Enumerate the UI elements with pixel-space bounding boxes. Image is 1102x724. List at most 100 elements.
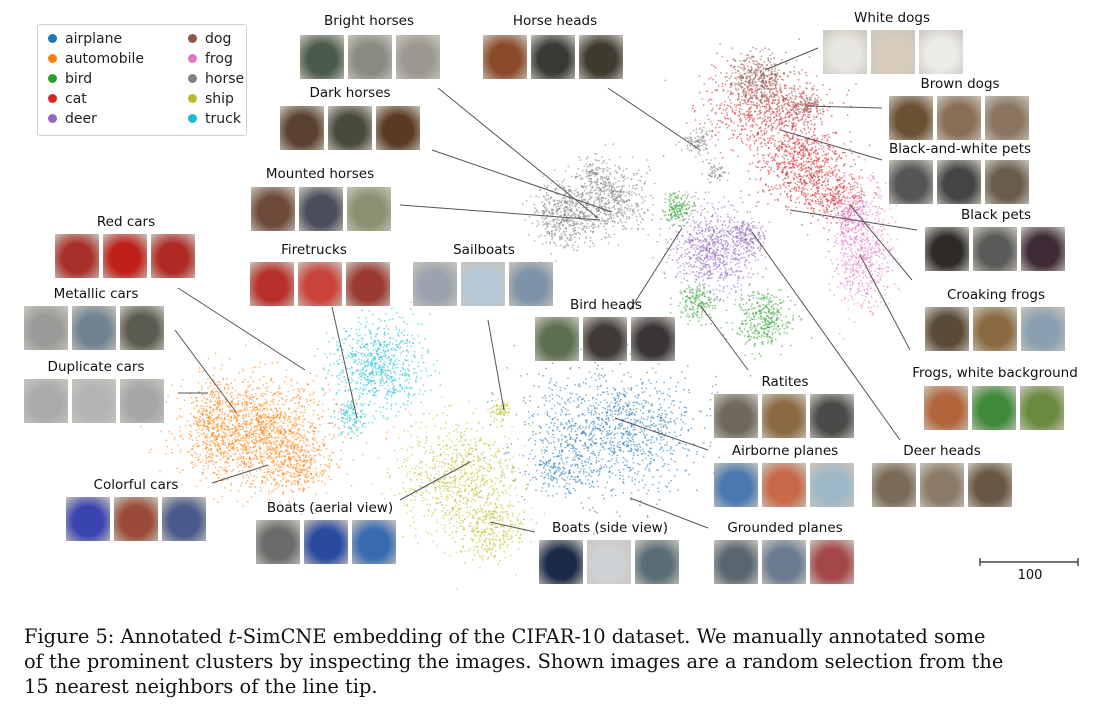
thumbnail-image bbox=[24, 379, 68, 423]
thumbnail-image bbox=[251, 187, 295, 231]
annotation-label: Colorful cars bbox=[93, 477, 179, 493]
legend-item-automobile: automobile bbox=[48, 51, 144, 67]
legend-marker-deer bbox=[48, 114, 57, 123]
legend-label: ship bbox=[205, 91, 234, 107]
annotation-label: Black pets bbox=[960, 207, 1032, 223]
thumbnail-image bbox=[304, 520, 348, 564]
legend-label: automobile bbox=[65, 51, 144, 67]
annotation-label: Grounded planes bbox=[727, 520, 843, 536]
legend-item-deer: deer bbox=[48, 111, 97, 127]
leader-line bbox=[614, 417, 709, 451]
annotation-label: Sailboats bbox=[453, 242, 515, 258]
legend-item-frog: frog bbox=[188, 51, 233, 67]
thumbnail-image bbox=[973, 227, 1017, 271]
leader-line bbox=[859, 254, 911, 351]
legend-marker-frog bbox=[188, 54, 197, 63]
thumbnail-image bbox=[635, 540, 679, 584]
legend-item-truck: truck bbox=[188, 111, 241, 127]
thumbnail-image bbox=[937, 96, 981, 140]
thumbnail-image bbox=[583, 317, 627, 361]
thumbnail-image bbox=[72, 306, 116, 350]
leader-line bbox=[487, 319, 505, 411]
legend-marker-cat bbox=[48, 94, 57, 103]
thumbnail-image bbox=[299, 187, 343, 231]
leader-line bbox=[431, 149, 613, 213]
leader-line bbox=[629, 227, 683, 311]
thumbnail-image bbox=[810, 463, 854, 507]
legend-item-horse: horse bbox=[188, 71, 244, 87]
thumbnail-image bbox=[250, 262, 294, 306]
thumbnail-image bbox=[280, 106, 324, 150]
caption-line-1-post: -SimCNE embedding of the CIFAR-10 datase… bbox=[236, 625, 986, 648]
thumbnail-image bbox=[114, 497, 158, 541]
thumbnail-image bbox=[1020, 386, 1064, 430]
thumbnail-image bbox=[413, 262, 457, 306]
legend-item-ship: ship bbox=[188, 91, 234, 107]
leader-line bbox=[751, 231, 901, 441]
leader-line bbox=[331, 306, 358, 419]
thumbnail-image bbox=[509, 262, 553, 306]
thumbnail-image bbox=[810, 394, 854, 438]
leader-line bbox=[399, 204, 601, 221]
thumbnail-image bbox=[347, 187, 391, 231]
thumbnail-image bbox=[72, 379, 116, 423]
thumbnail-image bbox=[762, 540, 806, 584]
legend-item-airplane: airplane bbox=[48, 31, 122, 47]
legend-marker-dog bbox=[188, 34, 197, 43]
thumbnail-image bbox=[1021, 227, 1065, 271]
annotation-label: Brown dogs bbox=[920, 76, 1000, 92]
thumbnail-image bbox=[539, 540, 583, 584]
annotation-label: Red cars bbox=[96, 214, 156, 230]
annotation-label: Mounted horses bbox=[265, 166, 375, 182]
leader-line bbox=[607, 87, 701, 151]
thumbnail-image bbox=[535, 317, 579, 361]
leader-line bbox=[764, 47, 819, 71]
annotation-label: Horse heads bbox=[512, 13, 598, 29]
thumbnail-image bbox=[587, 540, 631, 584]
annotation-label: Duplicate cars bbox=[47, 359, 145, 375]
legend-label: deer bbox=[65, 111, 97, 127]
thumbnail-image bbox=[328, 106, 372, 150]
legend-item-dog: dog bbox=[188, 31, 231, 47]
annotation-label: Boats (side view) bbox=[552, 520, 668, 536]
thumbnail-image bbox=[352, 520, 396, 564]
annotation-label: Ratites bbox=[761, 374, 809, 390]
thumbnail-image bbox=[714, 463, 758, 507]
legend-marker-automobile bbox=[48, 54, 57, 63]
embedding-figure: airplane automobile bird cat deer dog frog hors… bbox=[24, 10, 1079, 590]
legend-item-bird: bird bbox=[48, 71, 92, 87]
thumbnail-image bbox=[762, 394, 806, 438]
legend-marker-bird bbox=[48, 74, 57, 83]
thumbnail-image bbox=[889, 96, 933, 140]
thumbnail-image bbox=[823, 30, 867, 74]
thumbnail-image bbox=[937, 160, 981, 204]
thumbnail-image bbox=[871, 30, 915, 74]
thumbnail-image bbox=[872, 463, 916, 507]
leader-line bbox=[211, 464, 269, 484]
legend-label: airplane bbox=[65, 31, 123, 47]
thumbnail-image bbox=[579, 35, 623, 79]
leader-line bbox=[489, 521, 536, 533]
thumbnail-image bbox=[924, 386, 968, 430]
annotation-label: Dark horses bbox=[309, 85, 391, 101]
embedding-scatter bbox=[140, 38, 1079, 590]
annotation-label: Metallic cars bbox=[53, 286, 139, 302]
leader-line bbox=[629, 497, 709, 529]
thumbnail-image bbox=[376, 106, 420, 150]
thumbnail-image bbox=[925, 227, 969, 271]
thumbnail-image bbox=[631, 317, 675, 361]
annotation-label: Bright horses bbox=[323, 13, 415, 29]
scatter-points bbox=[140, 38, 902, 590]
legend-item-cat: cat bbox=[48, 91, 87, 107]
scalebar-label: 100 bbox=[1017, 568, 1043, 583]
leader-line bbox=[849, 204, 913, 281]
thumbnail-image bbox=[920, 463, 964, 507]
caption-line-2: of the prominent clusters by inspecting … bbox=[24, 650, 1004, 673]
legend-marker-truck bbox=[188, 114, 197, 123]
legend-label: dog bbox=[205, 31, 232, 47]
thumbnail-image bbox=[298, 262, 342, 306]
leader-line bbox=[437, 87, 599, 219]
thumbnail-image bbox=[714, 540, 758, 584]
annotation-label: Bird heads bbox=[570, 297, 642, 313]
thumbnail-image bbox=[103, 234, 147, 278]
